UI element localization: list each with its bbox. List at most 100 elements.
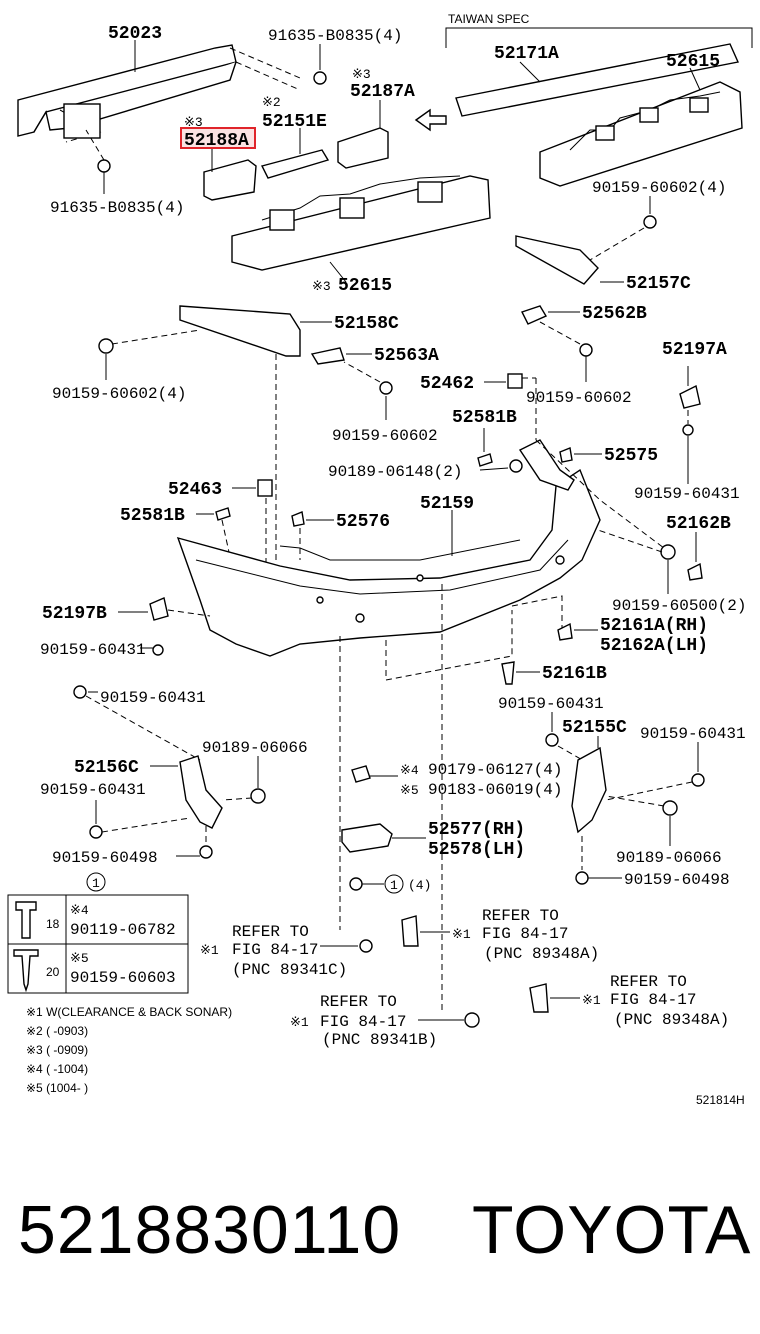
label-52171A: 52171A <box>494 44 559 64</box>
legend-circle-1-number: 1 <box>92 876 100 891</box>
note-2: ※2 ( -0903) <box>26 1024 88 1038</box>
clip-52563A: 52563A <box>310 346 439 366</box>
label-52615-taiwan: 52615 <box>666 52 720 72</box>
arrow-left-icon <box>414 108 447 132</box>
bolt-90159-60602-right: 90159-60602 <box>526 321 632 407</box>
legend-mark-4: ※4 <box>70 903 89 918</box>
clip-52575: 52575 <box>559 446 658 466</box>
mark-5-clip: ※5 <box>400 783 419 798</box>
label-52581B-lower: 52581B <box>120 506 185 526</box>
label-52158C: 52158C <box>334 314 399 334</box>
bolt-90159-60431-right: 90159-60431 <box>498 695 604 771</box>
nut-90189-06066-right: 90189-06066 <box>605 795 722 867</box>
circle-1-icon <box>384 874 404 894</box>
mark-3-52615: ※3 <box>312 279 331 294</box>
retainer-52156C: 52156C <box>74 755 223 829</box>
clip-90179-90183: ※4 90179-06127(4) ※5 90183-06019(4) <box>351 761 562 799</box>
bolt-90159-60431-left: 90159-60431 <box>73 685 206 761</box>
reinforcement-plate <box>63 103 101 139</box>
label-52463: 52463 <box>168 480 222 500</box>
label-52462: 52462 <box>420 374 474 394</box>
label-90159-60431-f: 90159-60431 <box>40 781 146 799</box>
refer-fig-89341B: FIG 84-17 <box>320 1013 406 1031</box>
refer-89348A-upper: REFER TO ※1 FIG 84-17 (PNC 89348A) <box>401 907 599 963</box>
label-90189-06066-b: 90189-06066 <box>616 849 722 867</box>
note-3: ※3 ( -0909) <box>26 1043 88 1057</box>
legend-size-20: 20 <box>46 965 60 979</box>
label-52562B: 52562B <box>582 304 647 324</box>
clip-52562B: 52562B <box>521 304 647 325</box>
refer-fig-89348A-upper: FIG 84-17 <box>482 925 568 943</box>
note-1: ※1 W(CLEARANCE & BACK SONAR) <box>26 1005 232 1019</box>
mark-1-89348A-lower: ※1 <box>582 993 601 1008</box>
label-52197A: 52197A <box>662 340 727 360</box>
label-52563A: 52563A <box>374 346 439 366</box>
label-90159-60602-b: 90159-60602(4) <box>52 385 186 403</box>
bracket-52577-52578: 52577(RH) 52578(LH) <box>341 820 525 860</box>
refer-pnc-89348A-upper: (PNC 89348A) <box>484 945 599 963</box>
mark-3-52187A: ※3 <box>352 67 371 82</box>
refer-pnc-89341C: (PNC 89341C) <box>232 961 347 979</box>
refer-89341B: REFER TO ※1 FIG 84-17 (PNC 89341B) <box>290 993 480 1049</box>
mark-3-52188A: ※3 <box>184 115 203 130</box>
label-90159-60602-d: 90159-60602 <box>526 389 632 407</box>
retainer-52157C: 52157C <box>515 235 691 294</box>
mark-1-89341C: ※1 <box>200 943 219 958</box>
tape-52581B-lower: 52581B <box>120 506 233 567</box>
footnotes: ※1 W(CLEARANCE & BACK SONAR) ※2 ( -0903)… <box>26 1005 232 1095</box>
label-90159-60431-c: 90159-60431 <box>100 689 206 707</box>
refer-to-89348A-lower: REFER TO <box>610 973 687 991</box>
label-52577: 52577(RH) <box>428 820 525 840</box>
clip-52161B: 52161B <box>501 661 607 685</box>
legend-pn-90119-06782: 90119-06782 <box>70 921 176 939</box>
refer-to-89341C: REFER TO <box>232 923 309 941</box>
label-52575: 52575 <box>604 446 658 466</box>
refer-89348A-lower: REFER TO ※1 FIG 84-17 (PNC 89348A) <box>529 973 729 1029</box>
bolt-90159-60602-taiwan: 90159-60602(4) <box>589 179 726 261</box>
mark-4-clip: ※4 <box>400 763 419 778</box>
part-number-caption: 5218830110 <box>18 1192 402 1268</box>
label-52157C: 52157C <box>626 274 691 294</box>
label-52151E: 52151E <box>262 112 327 132</box>
diagram-id: 521814H <box>696 1093 745 1107</box>
bolt-90159-60431-far-right: 90159-60431 <box>605 725 746 801</box>
label-52161A: 52161A(RH) <box>600 616 708 636</box>
tape-52581B-upper: 52581B <box>452 408 517 467</box>
legend-circle-1-icon <box>86 872 106 892</box>
refer-to-89341B: REFER TO <box>320 993 397 1011</box>
pipe-52151E: ※2 52151E <box>260 95 330 179</box>
nut-90189-06148: 90189-06148(2) <box>328 459 523 481</box>
label-91635-bottom: 91635-B0835(4) <box>50 199 184 217</box>
clip-52162B: 52162B <box>666 514 731 581</box>
screw-circle-1: 1 (4) <box>349 874 431 894</box>
legend-mark-5: ※5 <box>70 951 89 966</box>
mark-2-52151E: ※2 <box>262 95 281 110</box>
label-52162A: 52162A(LH) <box>600 636 708 656</box>
bracket-52187A: ※3 52187A <box>337 67 415 169</box>
taiwan-spec-group: TAIWAN SPEC <box>445 12 753 48</box>
retainer-52462: 52462 <box>420 373 537 440</box>
label-90189-06148: 90189-06148(2) <box>328 463 462 481</box>
bolt-90159-60431-lower-left: 90159-60431 <box>40 781 191 839</box>
label-91635-top: 91635-B0835(4) <box>268 27 402 45</box>
bracket-52188A: ※3 52188A <box>180 115 257 201</box>
label-52576: 52576 <box>336 512 390 532</box>
legend-pn-90159-60603: 90159-60603 <box>70 969 176 987</box>
label-52155C: 52155C <box>562 718 627 738</box>
bumper-dash-lines <box>275 354 665 1010</box>
bolt-90159-60498-left: 90159-60498 <box>52 826 213 867</box>
reinforcement-52171A: 52171A <box>455 43 739 117</box>
mark-1-89341B: ※1 <box>290 1015 309 1030</box>
label-90159-60431-b: 90159-60431 <box>40 641 146 659</box>
label-90183-06019: 90183-06019(4) <box>428 781 562 799</box>
label-90159-60500: 90159-60500(2) <box>612 597 746 615</box>
label-90159-60498-b: 90159-60498 <box>624 871 730 889</box>
bolt-91635-bottom: 91635-B0835(4) <box>50 129 184 217</box>
refer-89341C: REFER TO ※1 FIG 84-17 (PNC 89341C) <box>200 923 373 979</box>
bolt-90159-60602-center: 90159-60602 <box>332 361 438 445</box>
clip-52161A-52162A: 52161A(RH) 52162A(LH) <box>557 616 708 656</box>
absorber-52615: ※3 52615 <box>231 175 491 296</box>
label-52188A: 52188A <box>184 131 249 151</box>
clip-52197A: 52197A 90159-60431 <box>634 340 740 503</box>
label-52615: 52615 <box>338 276 392 296</box>
